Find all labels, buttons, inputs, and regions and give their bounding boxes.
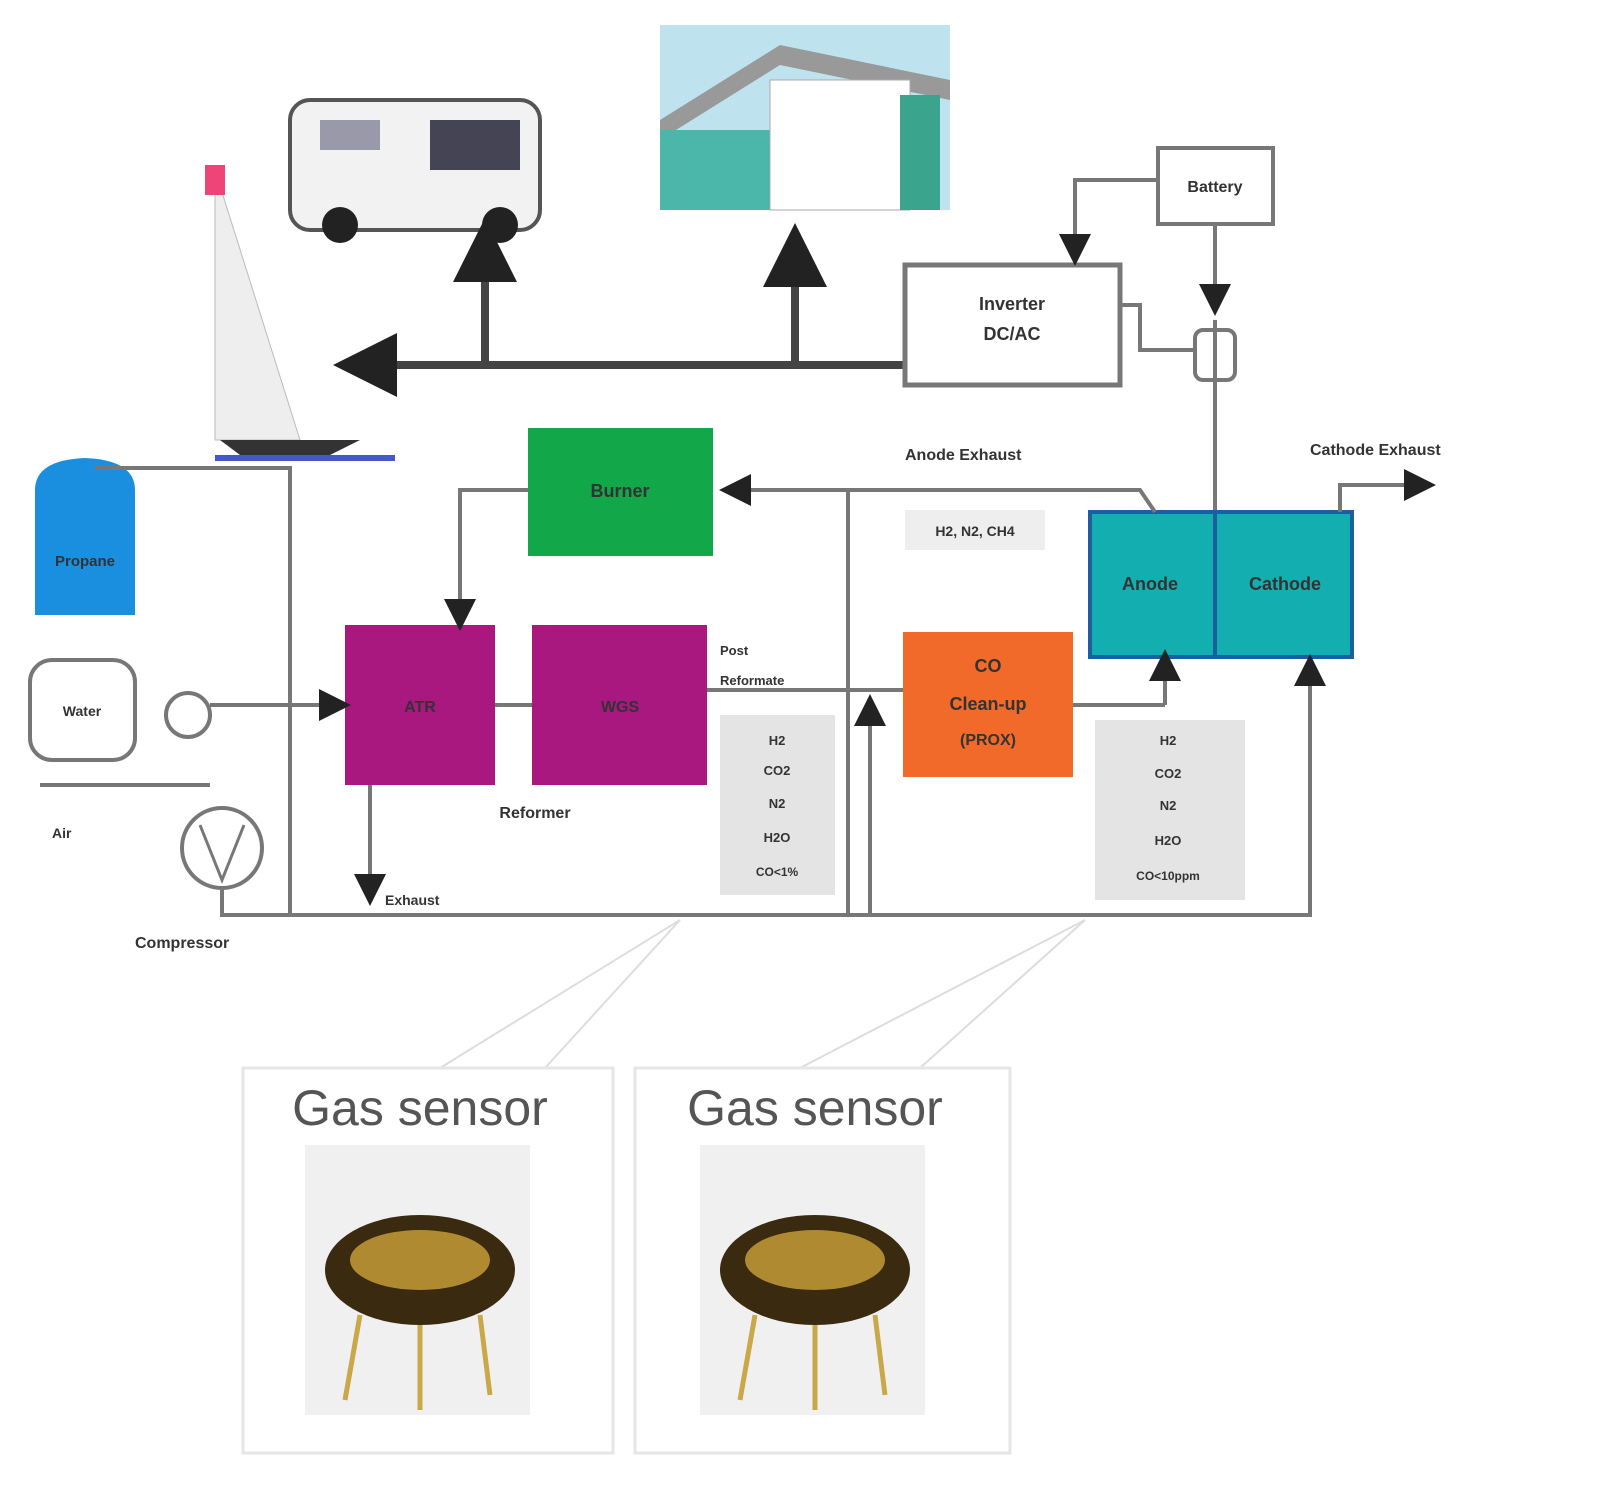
gas-sensor-panel-2: Gas sensor	[633, 1066, 1012, 1455]
gas-sensor-title: Gas sensor	[687, 1080, 943, 1136]
gas-sensor-panel-1: Gas sensor	[241, 1066, 615, 1455]
anode-exhaust-gases: H2, N2, CH4	[935, 523, 1015, 539]
water-tank: Water	[28, 658, 137, 762]
burner-label: Burner	[590, 481, 649, 501]
electrical-lines	[1059, 178, 1237, 515]
reformate-gas-box	[720, 715, 835, 895]
water-label: Water	[63, 703, 102, 719]
cathode-exhaust-label: Cathode Exhaust	[1310, 442, 1441, 459]
inverter-block: Inverter DC/AC	[902, 262, 1123, 388]
cleaned-gas-box	[1095, 720, 1245, 900]
prox-label: (PROX)	[960, 732, 1016, 749]
cleanup-label: Clean-up	[949, 694, 1026, 714]
gas-item: CO<10ppm	[1136, 869, 1200, 883]
reformate-gas-list: H2 CO2 N2 H2O CO<1%	[756, 733, 799, 879]
post-reformate-label-2: Reformate	[720, 673, 784, 688]
anode-label: Anode	[1122, 574, 1178, 594]
compressor-icon	[180, 806, 264, 890]
gas-item: N2	[769, 796, 786, 811]
cathode-label: Cathode	[1249, 574, 1321, 594]
co-label: CO	[975, 656, 1002, 676]
propane-tank: Propane	[35, 458, 135, 615]
anode-exhaust-gas-box	[905, 510, 1045, 550]
gas-item: H2	[769, 733, 786, 748]
gas-item: CO<1%	[756, 865, 799, 879]
compressor-label: Compressor	[135, 935, 229, 952]
gas-item: H2O	[1155, 833, 1182, 848]
air-label: Air	[52, 825, 72, 841]
house-image	[660, 25, 950, 211]
wgs-block: WGS	[532, 625, 707, 785]
pump-icon	[164, 691, 212, 739]
wgs-label: WGS	[601, 699, 640, 716]
cleaned-gas-list: H2 CO2 N2 H2O CO<10ppm	[1136, 733, 1200, 883]
gas-item: CO2	[1155, 766, 1182, 781]
post-reformate-label: Post	[720, 643, 749, 658]
co-cleanup-block: CO Clean-up (PROX)	[903, 632, 1073, 777]
atr-block: ATR	[345, 625, 495, 785]
battery-label: Battery	[1187, 179, 1242, 196]
gas-item: H2O	[764, 830, 791, 845]
atr-label: ATR	[404, 699, 436, 716]
anode-exhaust-label: Anode Exhaust	[905, 447, 1022, 464]
gas-sensor-title: Gas sensor	[292, 1080, 548, 1136]
gas-item: H2	[1160, 733, 1177, 748]
inverter-type-label: DC/AC	[984, 324, 1041, 344]
battery-block: Battery	[1156, 146, 1275, 226]
sailboat-image	[205, 165, 395, 461]
power-bus	[333, 218, 905, 397]
reformer-label: Reformer	[499, 805, 570, 822]
inverter-label: Inverter	[979, 294, 1045, 314]
exhaust-label: Exhaust	[385, 892, 440, 908]
gas-item: CO2	[764, 763, 791, 778]
propane-label: Propane	[55, 553, 115, 570]
motorhome-image	[288, 98, 542, 243]
burner-block: Burner	[528, 428, 713, 556]
gas-item: N2	[1160, 798, 1177, 813]
sensor-callout-lines	[439, 919, 1086, 1069]
process-lines	[40, 466, 1436, 917]
fuel-cell-stack: Anode Cathode	[1088, 510, 1354, 659]
